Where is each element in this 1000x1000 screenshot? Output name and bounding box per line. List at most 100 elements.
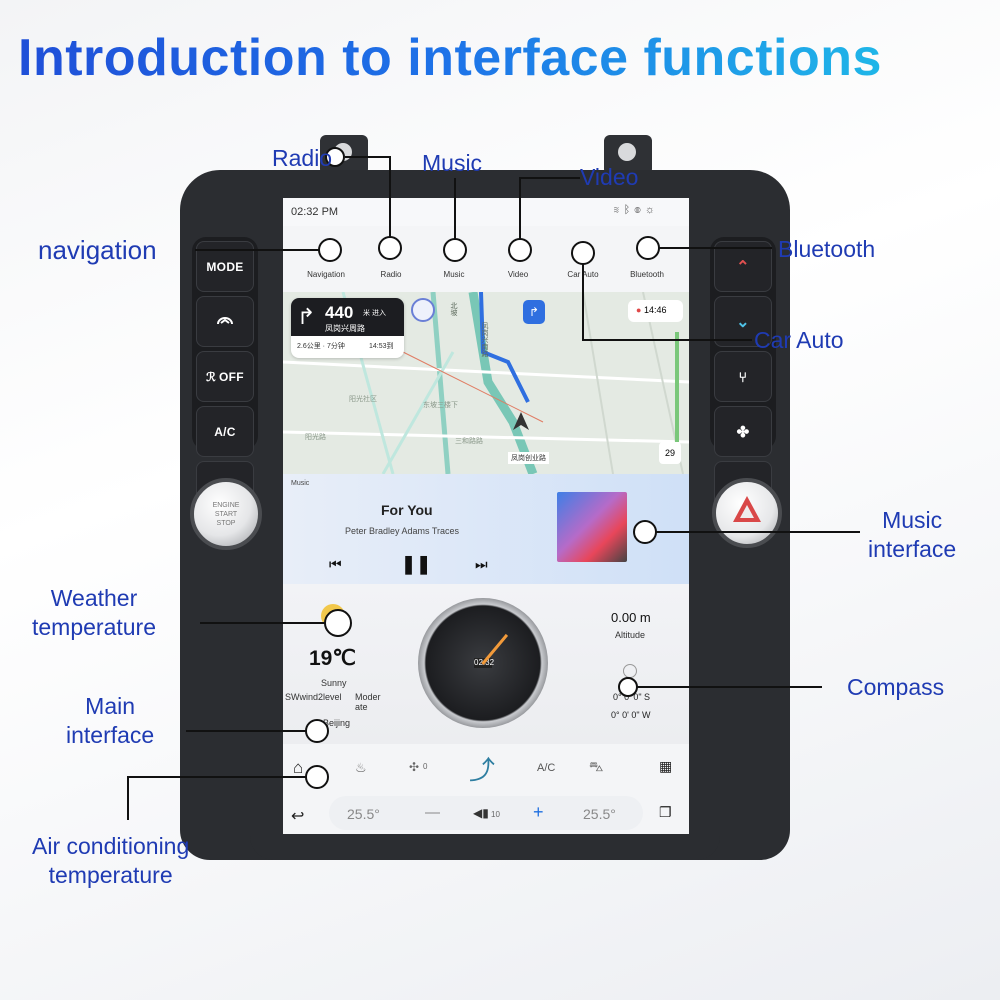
volume-down-button[interactable]: — <box>425 804 440 821</box>
speaker-icon: ◀▮ <box>473 806 489 820</box>
label-music: Music <box>422 150 483 176</box>
fan-level: 0 <box>423 762 428 771</box>
stop-label: STOP <box>216 519 236 527</box>
app-navigation-label: Navigation <box>307 270 345 279</box>
app-video[interactable]: Video <box>483 226 553 279</box>
brightness-icon: ☼ <box>644 204 659 216</box>
wifi-icon: ≋ <box>613 204 624 216</box>
temp-down-button[interactable]: ⌄ <box>714 296 772 347</box>
app-music-label: Music <box>443 270 465 279</box>
next-track-icon[interactable]: ⏭ <box>475 556 488 572</box>
nav-instruction-card[interactable]: ↱ 440 米 进入 凤岗兴周路 2.6公里 · 7分钟 14:53到 <box>291 298 404 358</box>
weather-city: Beijing <box>323 718 351 728</box>
map-place-6: 凤岗兴南路 <box>481 322 488 357</box>
previous-track-icon[interactable]: ⏮ <box>329 556 342 572</box>
navigation-map[interactable]: ↱ 440 米 进入 凤岗兴周路 2.6公里 · 7分钟 14:53到 ● 14… <box>283 292 689 474</box>
weather-wind: SWwind2level <box>285 692 342 702</box>
right-control-column: ⌃ ⌄ ⑂ ✤ ✤ <box>710 237 776 512</box>
app-music[interactable]: Music <box>419 226 489 279</box>
nav-instruction-top: ↱ 440 米 进入 凤岗兴周路 <box>291 298 404 336</box>
map-place-2: 东坡三楼下 <box>423 402 458 409</box>
chevron-up-icon: ⌃ <box>736 258 750 276</box>
fan-speed-icon[interactable]: ✣ <box>409 760 420 774</box>
app-bluetooth[interactable]: Bluetooth <box>612 226 682 279</box>
ac-button[interactable]: A/C <box>196 406 254 457</box>
volume-level: 10 <box>491 810 500 819</box>
seat-airflow-icon[interactable]: ⤴ <box>469 755 496 785</box>
analog-clock[interactable]: 02:32 <box>418 598 548 728</box>
rear-defrost-icon[interactable]: ♨ <box>355 760 367 775</box>
split-screen-icon[interactable]: ❐ <box>659 804 672 820</box>
nav-unit: 米 进入 <box>363 310 386 317</box>
start-label: START <box>214 510 238 518</box>
recirculation-icon <box>217 316 233 324</box>
nav-remaining: 2.6公里 · 7分钟 <box>297 343 345 350</box>
seat-icon: ⑂ <box>738 368 748 385</box>
chevron-down-icon: ⌄ <box>736 313 750 331</box>
signal-icon: ◍ <box>634 204 645 216</box>
label-compass: Compass <box>847 674 945 700</box>
app-bluetooth-label: Bluetooth <box>630 270 664 279</box>
album-art[interactable] <box>557 492 627 562</box>
temp-up-button[interactable]: ⌃ <box>714 241 772 292</box>
pause-icon[interactable]: ❚❚ <box>401 554 432 574</box>
label-navigation: navigation <box>38 235 157 265</box>
temp-left[interactable]: 25.5° <box>347 806 380 822</box>
volume-up-button[interactable]: + <box>533 802 544 822</box>
temp-bar <box>329 796 643 830</box>
back-icon[interactable]: ↩ <box>291 808 305 825</box>
main-widgets: 19℃ Sunny SWwind2level Moder ate Beijing… <box>283 584 689 744</box>
map-layer-button[interactable] <box>411 298 435 322</box>
temp-right[interactable]: 25.5° <box>583 806 616 822</box>
map-place-3: 阳光路 <box>305 434 326 441</box>
engine-start-button[interactable]: ENGINE START STOP <box>190 478 262 550</box>
label-video: Video <box>580 164 639 190</box>
engine-label: ENGINE <box>212 501 240 509</box>
app-row: Navigation Radio Music Video Car Auto Bl… <box>283 226 689 292</box>
nav-road: 凤岗兴周路 <box>325 324 365 333</box>
record-icon: ● <box>636 305 644 315</box>
song-title: For You <box>381 502 433 518</box>
turn-small-icon: ↱ <box>528 305 540 319</box>
app-radio[interactable]: Radio <box>356 226 426 279</box>
altitude-value: 0.00 m <box>611 610 651 625</box>
weather-condition: Sunny <box>321 678 347 688</box>
label-bluetooth: Bluetooth <box>778 236 876 262</box>
page-title: Introduction to interface functions <box>18 29 882 87</box>
music-header: Music <box>291 480 310 487</box>
fan-icon: ✤ <box>736 423 750 441</box>
map-clock-card: ● 14:46 <box>628 300 683 322</box>
dock-ac-label[interactable]: A/C <box>537 762 556 774</box>
music-widget[interactable]: Music For You Peter Bradley Adams Traces… <box>283 474 689 584</box>
home-icon[interactable]: ⌂ <box>293 758 304 777</box>
app-navigation[interactable]: Navigation <box>291 226 361 279</box>
song-artist: Peter Bradley Adams Traces <box>345 526 460 536</box>
label-main-interface: Main interface <box>66 693 155 748</box>
weather-wind-desc: Moder ate <box>355 692 381 712</box>
hazard-icon <box>733 496 761 522</box>
map-place-4: 三和路路 <box>455 438 483 445</box>
status-bar: 02:32 PM ≋ᛒ◍☼ <box>283 198 689 226</box>
hazard-button[interactable] <box>712 478 782 548</box>
apps-grid-icon[interactable]: ▦ <box>659 758 673 774</box>
map-place-5: 北坡 <box>450 302 457 316</box>
car-icon[interactable]: ⛍ <box>589 758 604 774</box>
status-icons: ≋ᛒ◍☼ <box>613 204 659 216</box>
label-car-auto: Car Auto <box>754 327 844 353</box>
climate-dock: ⌂ ♨ ✣ 0 ⤴ A/C ⛍ ▦ ↩ 25.5° — ◀▮ 10 + 25.5… <box>283 744 689 834</box>
reroute-button[interactable]: ↱ <box>523 300 545 324</box>
fan-up-button[interactable]: ✤ <box>714 406 772 457</box>
app-radio-label: Radio <box>380 270 402 279</box>
status-time: 02:32 PM <box>291 206 339 218</box>
compass-lat: 0° 0' 0" S <box>613 692 651 702</box>
label-air-conditioning-temperature: Air conditioning temperature <box>32 833 190 888</box>
seat-heat-button[interactable]: ⑂ <box>714 351 772 402</box>
map-place-1: 阳光社区 <box>349 396 377 403</box>
mount-tab-right <box>604 135 652 175</box>
label-radio: Radio <box>272 145 333 171</box>
speed-limit-badge: 29 <box>659 442 681 464</box>
fan-off-icon: ℛ <box>206 369 216 384</box>
recirculation-button[interactable] <box>196 296 254 347</box>
